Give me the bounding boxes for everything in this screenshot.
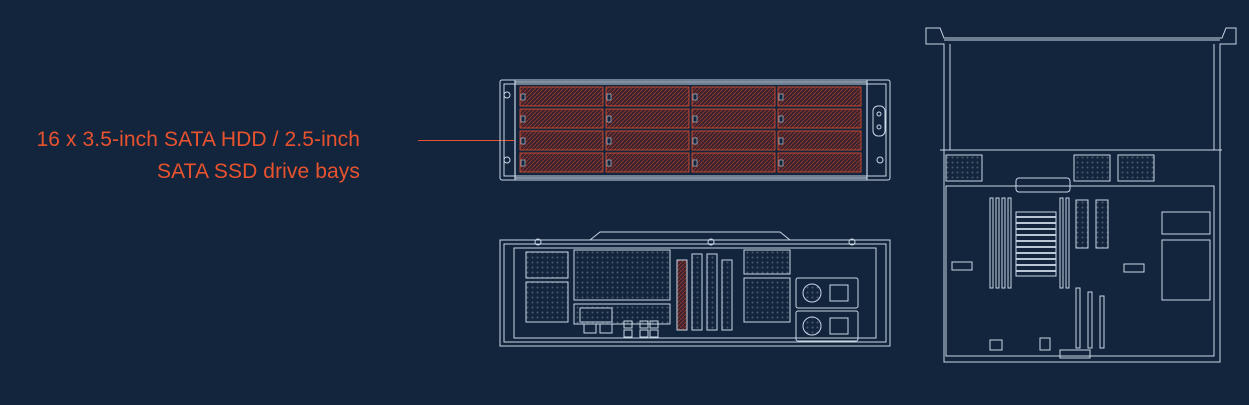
drive-bay-latch: [606, 137, 612, 145]
drive-bay: [777, 86, 862, 107]
drive-bay: [519, 86, 604, 107]
drive-bay: [605, 130, 690, 151]
rear-view: [499, 231, 891, 347]
drive-bay-latch: [778, 93, 784, 101]
drive-bay: [691, 108, 776, 129]
drive-bay: [777, 108, 862, 129]
drive-bay: [519, 130, 604, 151]
dimm-slots: [989, 197, 1070, 289]
drive-bays-callout: 16 x 3.5-inch SATA HDD / 2.5-inch SATA S…: [0, 124, 360, 188]
callout-line-1: 16 x 3.5-inch SATA HDD / 2.5-inch: [36, 128, 360, 151]
drive-bay-latch: [606, 115, 612, 123]
drive-bay-latch: [692, 159, 698, 167]
drive-bay-grid: [519, 86, 862, 173]
drive-bay-latch: [778, 137, 784, 145]
drive-bay-latch: [606, 159, 612, 167]
callout-line-2: SATA SSD drive bays: [156, 160, 360, 183]
drive-bay: [777, 130, 862, 151]
drive-bay-latch: [520, 93, 526, 101]
drive-bay: [777, 152, 862, 173]
drive-bay: [691, 130, 776, 151]
drive-bay-latch: [778, 159, 784, 167]
drive-bay: [605, 86, 690, 107]
drive-bay: [691, 152, 776, 173]
drive-bay: [605, 152, 690, 173]
drive-bay-latch: [692, 137, 698, 145]
drive-bay: [605, 108, 690, 129]
drive-bay: [691, 86, 776, 107]
drive-bay-latch: [520, 115, 526, 123]
drive-bay-latch: [606, 93, 612, 101]
drive-bay-latch: [520, 159, 526, 167]
front-view: [499, 79, 891, 181]
drive-bay-latch: [520, 137, 526, 145]
drive-bay-latch: [692, 115, 698, 123]
drive-bay: [519, 152, 604, 173]
callout-leader-line: [418, 140, 514, 141]
drive-bay-latch: [778, 115, 784, 123]
drive-bay-latch: [692, 93, 698, 101]
drive-bay: [519, 108, 604, 129]
top-view: [925, 27, 1237, 363]
